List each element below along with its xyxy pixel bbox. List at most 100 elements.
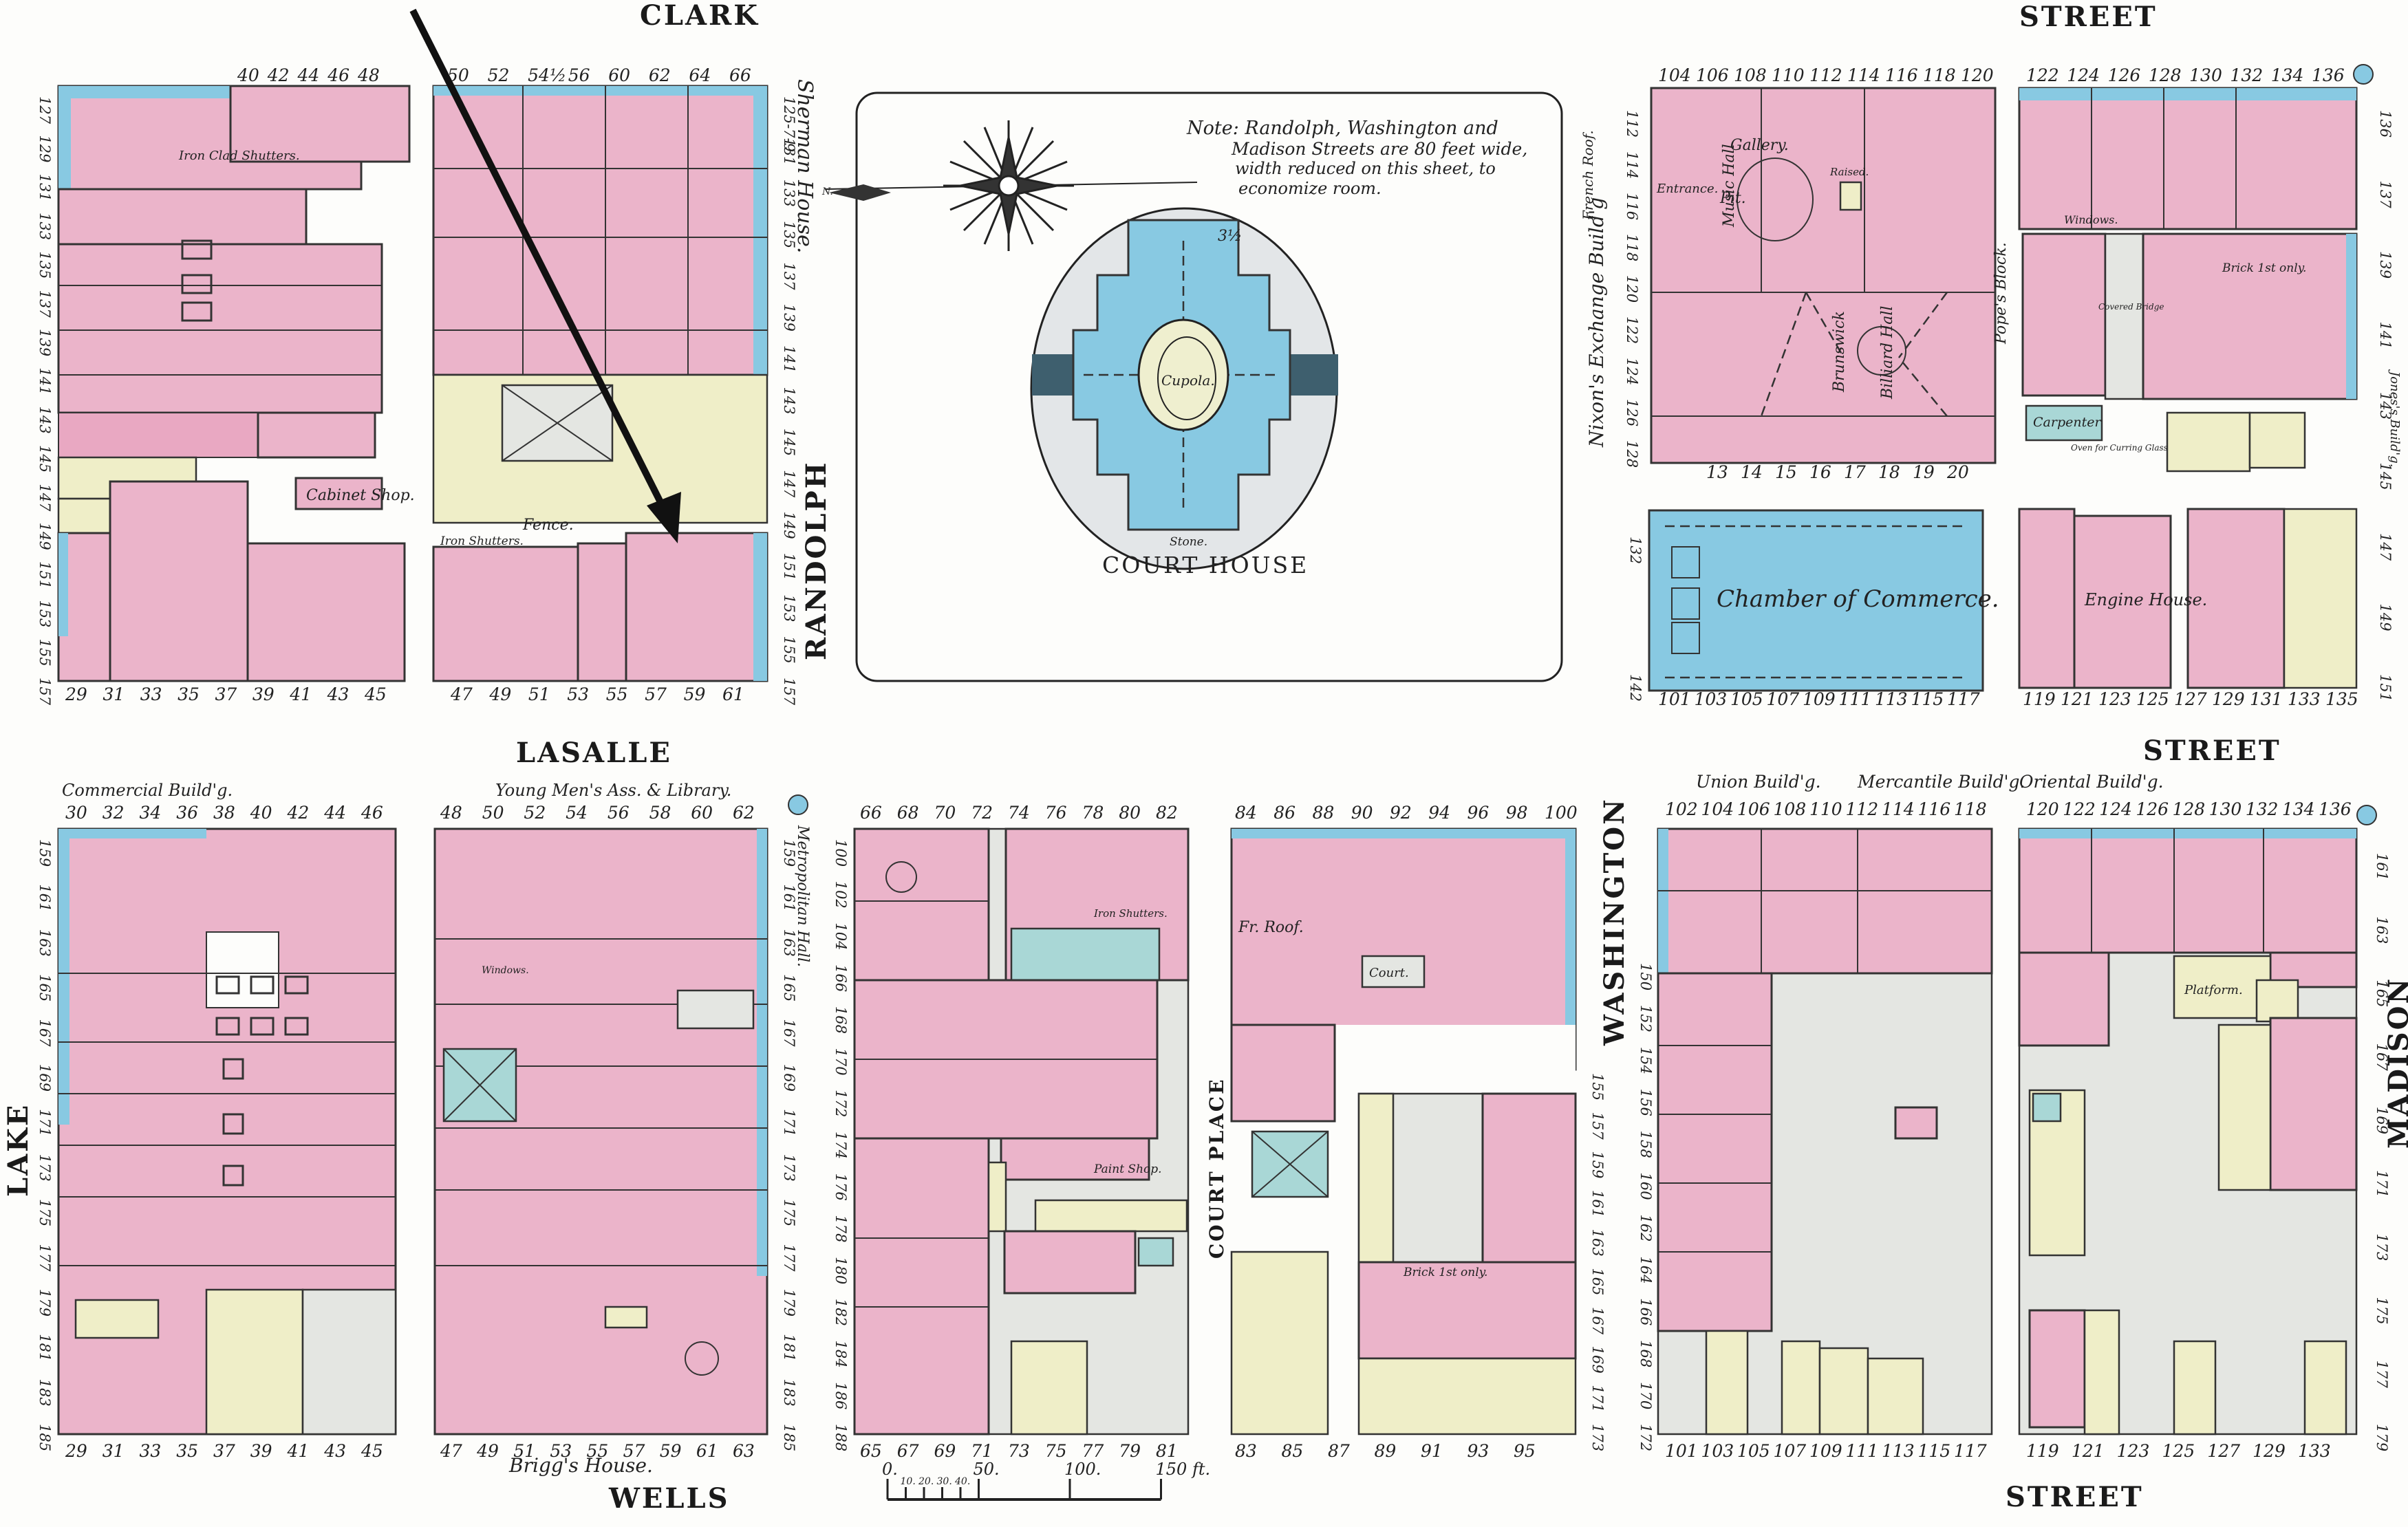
address-number: 57	[645, 684, 667, 704]
address-number: 136	[2377, 110, 2394, 138]
scale-tick-label: 100.	[1064, 1460, 1101, 1479]
note-line-1: Note: Randolph, Washington and	[1186, 118, 1498, 139]
label-entrance: Entrance.	[1656, 182, 1718, 196]
address-number: 173	[1589, 1424, 1606, 1451]
address-number: 129	[2212, 689, 2245, 709]
address-number: 58	[649, 803, 671, 823]
address-number: 43	[323, 1441, 346, 1461]
address-number: 37	[213, 1441, 235, 1461]
address-column: 1591611631651671691711731751771791811831…	[781, 839, 797, 1451]
address-number: 166	[1637, 1298, 1654, 1325]
address-number: 39	[250, 1441, 272, 1461]
label-brunswick: Brunswick	[1831, 311, 1848, 393]
address-number: 173	[36, 1154, 53, 1182]
address-number: 172	[1637, 1424, 1654, 1451]
label-ymca-library: Young Men's Ass. & Library.	[495, 781, 731, 800]
address-number: 120	[2026, 799, 2059, 819]
address-number: 120	[1624, 275, 1640, 303]
scale-tick-label: 20.	[918, 1476, 934, 1487]
address-number: 182	[832, 1299, 849, 1326]
label-platform: Platform.	[2184, 983, 2243, 997]
address-number: 184	[832, 1341, 849, 1368]
address-number: 167	[36, 1019, 53, 1048]
address-number: 32	[103, 803, 125, 823]
address-number: 108	[1774, 799, 1807, 819]
address-number: 106	[1737, 799, 1770, 819]
label-windows-d: Windows.	[2064, 213, 2118, 226]
address-number: 56	[608, 803, 630, 823]
address-number: 147	[36, 484, 53, 512]
street-label-randolph: RANDOLPH	[800, 461, 832, 660]
address-number: 175	[2374, 1297, 2390, 1325]
hydrant-icon	[2353, 64, 2374, 85]
address-number: 119	[2023, 689, 2056, 709]
address-number: 55	[606, 684, 628, 704]
address-number: 54½	[528, 65, 566, 85]
label-union-building: Union Build'g.	[1696, 772, 1821, 792]
address-number: 116	[1885, 65, 1918, 85]
address-number: 134	[2282, 799, 2315, 819]
address-number: 131	[36, 174, 53, 202]
label-covered-bridge: Covered Bridge	[2098, 302, 2164, 312]
address-number: 42	[267, 65, 290, 85]
address-number: 124	[2099, 799, 2132, 819]
address-number: 82	[1156, 803, 1178, 823]
scale-tick-label: 150 ft.	[1156, 1460, 1211, 1479]
address-number: 125	[2136, 689, 2169, 709]
label-carpenter: Carpenter	[2033, 415, 2102, 430]
address-number: 129	[2253, 1441, 2286, 1461]
address-number: 151	[2377, 674, 2394, 702]
address-number: 102	[1665, 799, 1698, 819]
address-number: 127	[2207, 1441, 2240, 1461]
address-number: 100	[1545, 803, 1578, 823]
address-number: 157	[1589, 1112, 1606, 1140]
street-label-street-top: STREET	[2019, 1, 2158, 33]
address-number: 168	[832, 1006, 849, 1034]
address-number: 136	[2312, 65, 2345, 85]
address-number: 163	[2374, 916, 2390, 944]
address-number: 31	[103, 1441, 125, 1461]
address-number: 111	[1839, 689, 1872, 709]
address-number: 134	[2271, 65, 2304, 85]
label-iron-clad-shutters: Iron Clad Shutters.	[178, 149, 300, 163]
address-number: 102	[832, 881, 849, 909]
address-number: 141	[36, 367, 53, 395]
annotation-arrow	[409, 8, 681, 543]
label-mercantile-building: Mercantile Build'g.	[1857, 772, 2025, 792]
address-number: 126	[2136, 799, 2169, 819]
address-number: 40	[250, 803, 272, 823]
address-number: 56	[568, 65, 590, 85]
address-number: 183	[36, 1379, 53, 1407]
address-number: 169	[1589, 1346, 1606, 1374]
address-number: 173	[781, 1154, 797, 1182]
address-number: 176	[832, 1173, 849, 1201]
scale-tick-label: 0.	[882, 1460, 898, 1479]
address-number: 104	[1701, 799, 1734, 819]
address-number: 110	[1772, 65, 1805, 85]
street-label-wells: WELLS	[608, 1482, 730, 1515]
address-number: 167	[2374, 1043, 2390, 1072]
address-number: 60	[691, 803, 713, 823]
address-number: 69	[934, 1441, 956, 1461]
address-number: 39	[252, 684, 275, 704]
address-number: 133	[36, 213, 53, 240]
address-number: 188	[832, 1424, 849, 1451]
address-number: 85	[1282, 1441, 1304, 1461]
label-iron-shutters-b: Iron Shutters.	[440, 534, 524, 548]
label-cabinet-shop: Cabinet Shop.	[306, 487, 415, 504]
label-metropolitan-hall: Metropolitan Hall.	[794, 825, 811, 967]
address-number: 113	[1882, 1441, 1915, 1461]
address-number: 65	[860, 1441, 882, 1461]
address-number: 115	[1918, 1441, 1951, 1461]
address-number: 131	[2250, 689, 2283, 709]
scale-tick-label: 10.	[901, 1476, 916, 1487]
address-number: 170	[832, 1048, 849, 1076]
